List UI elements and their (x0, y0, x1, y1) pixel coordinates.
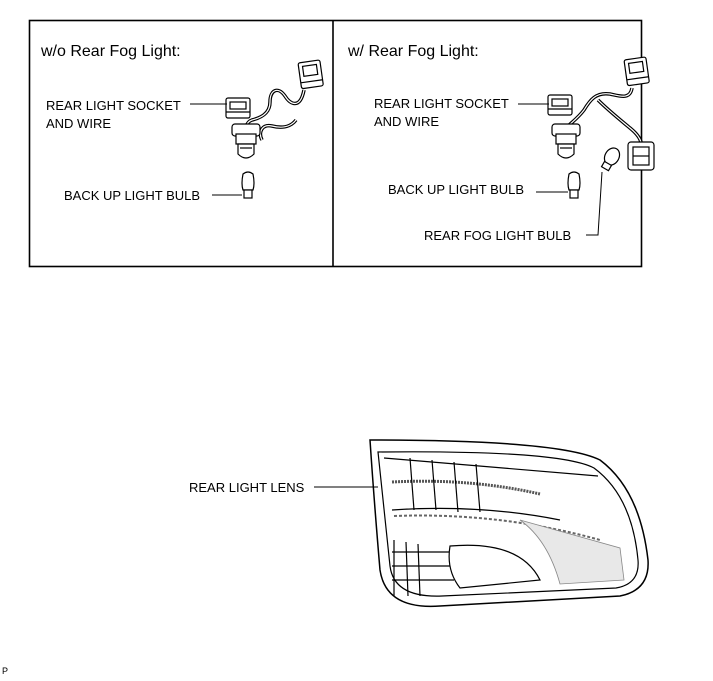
left-bulb-label: BACK UP LIGHT BULB (64, 188, 201, 203)
left-panel-title: w/o Rear Fog Light: (41, 43, 181, 60)
lens-label: REAR LIGHT LENS (189, 480, 305, 495)
right-panel-title: w/ Rear Fog Light: (348, 43, 479, 60)
right-socket-label-line2: AND WIRE (374, 114, 439, 129)
rear-light-lens-illustration (369, 439, 649, 608)
right-fog-bulb-label: REAR FOG LIGHT BULB (424, 228, 572, 243)
right-fog-bulb-leader (586, 171, 603, 236)
left-socket-label-line2: AND WIRE (46, 116, 111, 131)
left-socket-label-line1: REAR LIGHT SOCKET (46, 98, 181, 113)
right-socket-and-wire-illustration (547, 56, 655, 199)
right-socket-label-line1: REAR LIGHT SOCKET (374, 96, 509, 111)
right-bulb-label: BACK UP LIGHT BULB (388, 182, 525, 197)
left-socket-and-wire-illustration (225, 59, 324, 199)
corner-mark: P (2, 666, 9, 676)
